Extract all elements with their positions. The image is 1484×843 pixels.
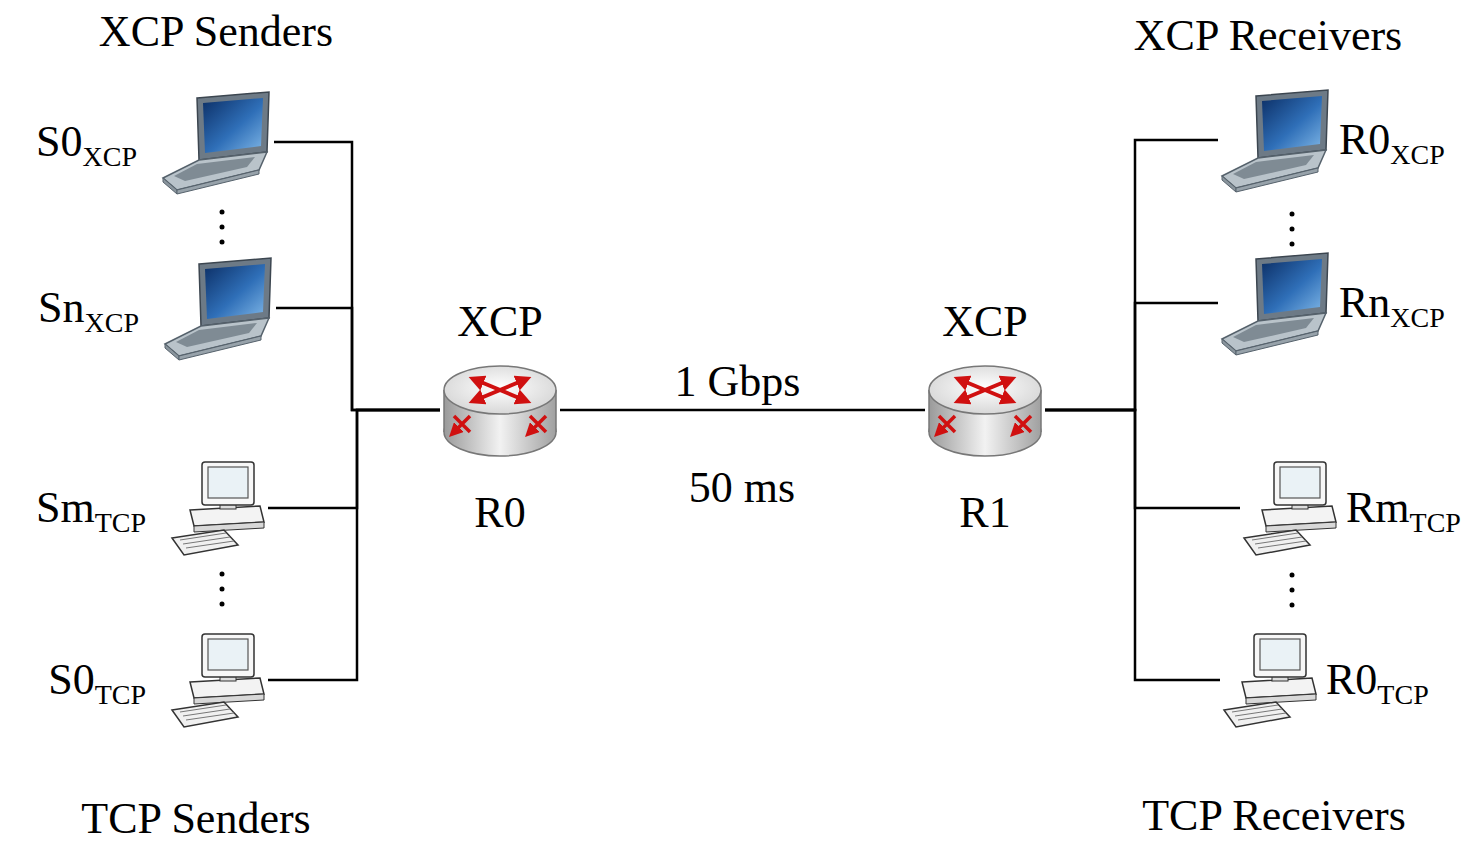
laptop-icon [159,90,274,195]
host-name: R0 [1339,115,1390,164]
host-name: Rn [1339,278,1390,327]
network-link [274,142,440,410]
desktop-node: R0TCP [1220,630,1429,730]
desktop-node: SmTCP [36,458,268,558]
protocol-subscript: TCP [95,679,146,710]
host-label: S0TCP [48,655,146,706]
desktop-icon [168,630,268,730]
router-icon [925,360,1045,460]
router-node: XCP R1 [925,297,1045,538]
laptop-node: SnXCP [38,256,276,361]
host-label: SmTCP [36,483,146,534]
laptop-icon [1218,88,1333,193]
group-heading: TCP Receivers [1142,794,1406,838]
router-protocol: XCP [457,297,543,348]
protocol-subscript: XCP [83,141,137,172]
desktop-icon [1220,630,1320,730]
host-name: Sn [38,283,84,332]
network-link [560,409,925,412]
group-heading: TCP Senders [81,797,310,841]
protocol-subscript: XCP [85,307,139,338]
network-link [1045,410,1240,508]
host-name: S0 [36,117,82,166]
network-link [268,410,440,508]
desktop-icon [1240,458,1340,558]
router-node: XCP R0 [440,297,560,538]
network-link [1045,303,1218,410]
router-icon [440,360,560,460]
host-name: Sm [36,483,95,532]
protocol-subscript: TCP [95,507,146,538]
laptop-icon [1218,251,1333,356]
host-label: S0XCP [36,117,137,168]
host-label: R0TCP [1326,655,1429,706]
network-link [1045,410,1220,680]
laptop-icon [161,256,276,361]
laptop-node: RnXCP [1218,251,1445,356]
protocol-subscript: TCP [1377,679,1428,710]
network-link [268,410,440,680]
desktop-node: S0TCP [48,630,268,730]
host-name: S0 [48,655,94,704]
host-label: RmTCP [1346,483,1461,534]
group-heading: XCP Senders [99,10,333,54]
protocol-subscript: XCP [1390,139,1444,170]
host-label: RnXCP [1339,278,1445,329]
protocol-subscript: XCP [1390,302,1444,333]
laptop-node: S0XCP [36,90,274,195]
host-label: SnXCP [38,283,139,334]
router-protocol: XCP [942,297,1028,348]
network-link [1045,140,1218,410]
protocol-subscript: TCP [1410,507,1461,538]
desktop-node: RmTCP [1240,458,1461,558]
router-name: R0 [474,488,525,539]
desktop-icon [168,458,268,558]
host-name: Rm [1346,483,1410,532]
host-label: R0XCP [1339,115,1445,166]
laptop-node: R0XCP [1218,88,1445,193]
network-link [276,308,440,410]
host-name: R0 [1326,655,1377,704]
link-delay: 50 ms [689,466,795,510]
group-heading: XCP Receivers [1134,14,1402,58]
router-name: R1 [959,488,1010,539]
link-bandwidth: 1 Gbps [675,360,801,404]
